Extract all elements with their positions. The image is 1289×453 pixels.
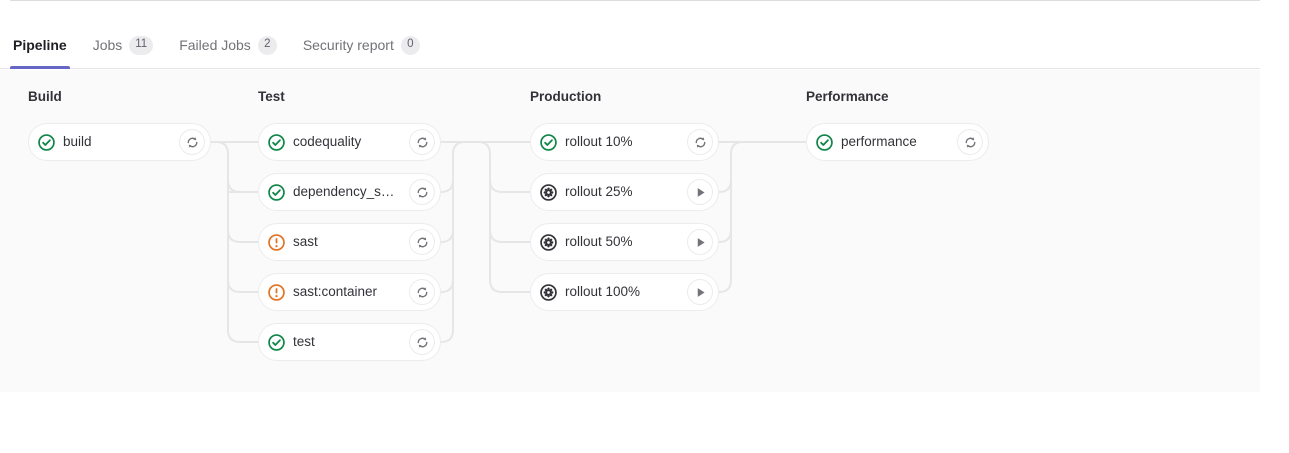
job-name: rollout 10% — [565, 135, 633, 149]
status-manual-icon — [540, 283, 557, 301]
job-name: sast — [293, 235, 318, 249]
play-job-button[interactable] — [687, 179, 713, 205]
retry-icon — [417, 136, 427, 148]
play-icon — [697, 287, 705, 297]
retry-job-button[interactable] — [409, 229, 435, 255]
play-icon — [697, 237, 705, 247]
pipeline-tabs: Pipeline Jobs 11 Failed Jobs 2 Security repor… — [0, 22, 1260, 69]
retry-icon — [965, 136, 975, 148]
status-success-icon — [816, 133, 833, 151]
job-name: rollout 100% — [565, 285, 641, 299]
retry-job-button[interactable] — [409, 129, 435, 155]
job-card[interactable]: rollout 10% — [530, 123, 719, 161]
retry-icon — [187, 136, 197, 148]
job-card[interactable]: rollout 25% — [530, 173, 719, 211]
tab-badge: 0 — [400, 35, 420, 55]
play-job-button[interactable] — [687, 279, 713, 305]
status-warning-icon — [268, 283, 285, 301]
job-card[interactable]: sast — [258, 223, 441, 261]
job-name: sast:container — [293, 285, 378, 299]
top-divider — [10, 0, 1260, 1]
retry-job-button[interactable] — [179, 129, 205, 155]
job-name: build — [63, 135, 92, 149]
tab-badge: 11 — [129, 35, 154, 55]
tab-label: Jobs — [92, 37, 123, 53]
retry-icon — [417, 286, 427, 298]
retry-icon — [417, 236, 427, 248]
job-name: codequality — [293, 135, 362, 149]
job-card[interactable]: rollout 50% — [530, 223, 719, 261]
status-manual-icon — [540, 183, 557, 201]
job-name: performance — [841, 135, 917, 149]
status-success-icon — [268, 183, 285, 201]
tab-jobs[interactable]: Jobs 11 — [80, 22, 167, 68]
retry-icon — [695, 136, 705, 148]
retry-icon — [417, 186, 427, 198]
retry-job-button[interactable] — [957, 129, 983, 155]
play-job-button[interactable] — [687, 229, 713, 255]
job-card[interactable]: dependency_s… — [258, 173, 441, 211]
retry-job-button[interactable] — [409, 279, 435, 305]
pipeline-graph-panel: Build build Test codequality dependency_s…sa… — [0, 70, 1260, 392]
tab-badge: 2 — [257, 35, 277, 55]
status-success-icon — [38, 133, 55, 151]
tab-failed-jobs[interactable]: Failed Jobs 2 — [166, 22, 290, 68]
status-success-icon — [268, 133, 285, 151]
status-warning-icon — [268, 233, 285, 251]
stage-title: Test — [258, 89, 285, 104]
status-success-icon — [268, 333, 285, 351]
job-name: dependency_s… — [293, 185, 395, 199]
stage-title: Production — [530, 89, 602, 104]
job-card[interactable]: build — [28, 123, 211, 161]
job-card[interactable]: sast:container — [258, 273, 441, 311]
job-name: rollout 25% — [565, 185, 633, 199]
job-card[interactable]: codequality — [258, 123, 441, 161]
retry-job-button[interactable] — [409, 179, 435, 205]
stage-title: Performance — [806, 89, 889, 104]
play-icon — [697, 187, 705, 197]
tab-label: Failed Jobs — [179, 37, 251, 53]
stage-title: Build — [28, 89, 62, 104]
retry-job-button[interactable] — [687, 129, 713, 155]
retry-job-button[interactable] — [409, 329, 435, 355]
job-card[interactable]: performance — [806, 123, 989, 161]
job-card[interactable]: rollout 100% — [530, 273, 719, 311]
job-card[interactable]: test — [258, 323, 441, 361]
job-name: test — [293, 335, 315, 349]
status-manual-icon — [540, 233, 557, 251]
tab-pipeline[interactable]: Pipeline — [0, 22, 80, 69]
job-name: rollout 50% — [565, 235, 633, 249]
tab-label: Pipeline — [13, 37, 67, 53]
tab-security-report[interactable]: Security report 0 — [290, 22, 433, 68]
retry-icon — [417, 336, 427, 348]
tab-label: Security report — [302, 37, 394, 53]
status-success-icon — [540, 133, 557, 151]
